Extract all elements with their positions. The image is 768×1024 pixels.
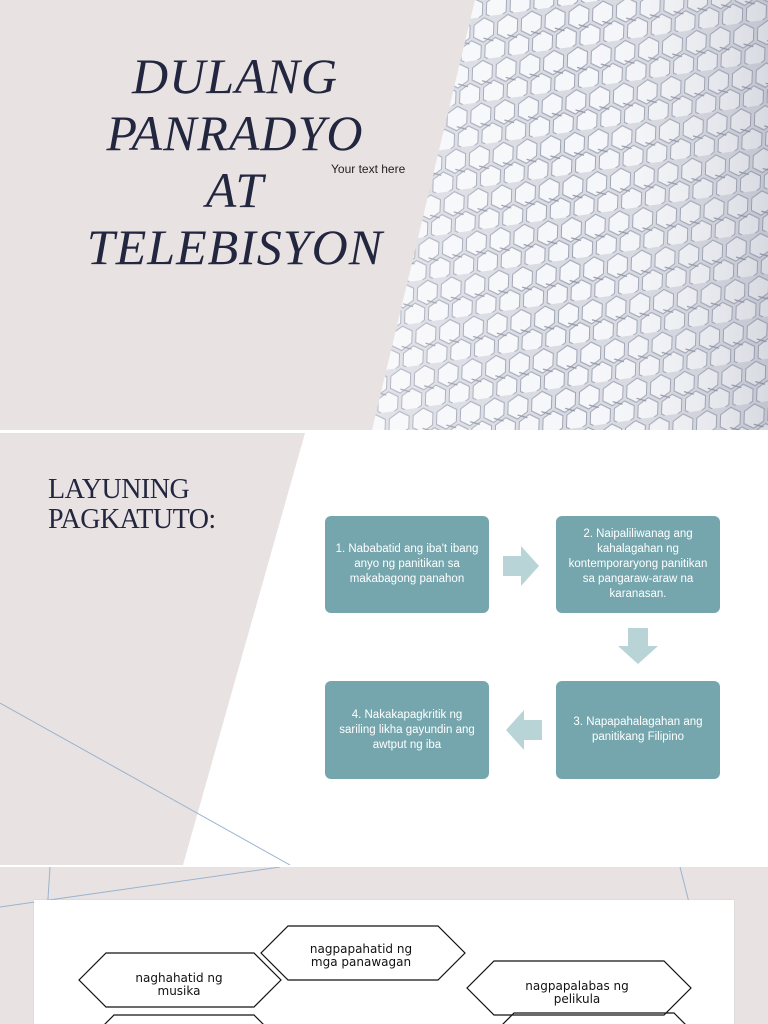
- slide-title: DULANG PANRADYO AT TELEBISYON: [50, 48, 420, 276]
- heading-line: PAGKATUTO:: [48, 504, 216, 535]
- section-heading: LAYUNING PAGKATUTO:: [48, 475, 216, 535]
- hexagon-shape: [466, 960, 692, 1016]
- hexagon-shape: [260, 925, 466, 981]
- hexagon-shape-partial: [104, 1014, 264, 1024]
- subtitle-text: Your text here: [331, 162, 406, 176]
- step-box-2: 2. Naipaliliwanag ang kahalagahan ng kon…: [556, 516, 720, 613]
- diagram-image: nagpapahatid ng mga panawagan naghahatid…: [34, 900, 734, 1024]
- step-box-1: 1. Nababatid ang iba't ibang anyo ng pan…: [325, 516, 489, 613]
- title-line: DULANG: [131, 48, 339, 104]
- arrow-left-icon: [506, 710, 542, 750]
- hexagon-shape-partial: [502, 1012, 686, 1024]
- title-line: PANRADYO: [106, 105, 364, 161]
- step-box-4: 4. Nakakapagkritik ng sariling likha gay…: [325, 681, 489, 779]
- hexagon-shape: [78, 952, 282, 1008]
- step-box-3: 3. Napapahalagahan ang panitikang Filipi…: [556, 681, 720, 779]
- title-line: TELEBISYON: [86, 219, 384, 275]
- arrow-down-icon: [618, 628, 658, 664]
- hexagon-label: nagpapahatid ng mga panawagan: [309, 942, 413, 969]
- arrow-right-icon: [503, 546, 539, 586]
- heading-line: LAYUNING: [48, 474, 190, 505]
- title-line: AT: [205, 162, 265, 218]
- hexagon-pattern-image: [372, 0, 768, 430]
- title-slide: DULANG PANRADYO AT TELEBISYON Your text …: [0, 0, 768, 430]
- hexagon-label: naghahatid ng musika: [135, 971, 223, 998]
- diagram-slide: nagpapahatid ng mga panawagan naghahatid…: [0, 867, 768, 1024]
- objectives-slide: LAYUNING PAGKATUTO: 1. Nababatid ang iba…: [0, 433, 768, 865]
- hexagon-label: nagpapalabas ng pelikula: [525, 979, 629, 1006]
- slide-background-shapes: [0, 433, 305, 865]
